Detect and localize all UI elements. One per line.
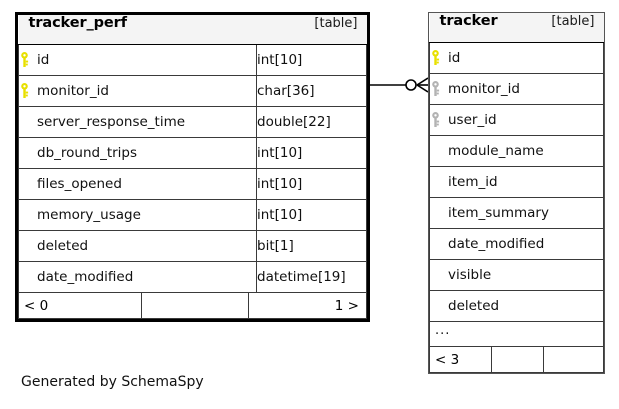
- footer-next-button[interactable]: [542, 347, 603, 372]
- table-grid-tracker-perf: tracker_perf [table] id int[10] monitor_id ch…: [18, 15, 367, 319]
- no-key-spacer: [19, 207, 32, 223]
- column-type: char[36]: [256, 75, 367, 107]
- connector-line-icon: [370, 77, 429, 93]
- table-column-row[interactable]: date_modified datetime[19]: [18, 261, 367, 293]
- table-column-row[interactable]: user_id: [429, 104, 604, 136]
- no-key-spacer: [19, 238, 32, 254]
- table-node-tracker[interactable]: tracker [table] id monitor_id user_id module_…: [428, 12, 605, 374]
- foreign-key-icon: [430, 112, 443, 128]
- column-type: double[22]: [256, 106, 367, 138]
- column-name: db_round_trips: [37, 145, 138, 161]
- column-name: memory_usage: [37, 207, 141, 223]
- table-title: tracker: [439, 13, 498, 29]
- ellipsis-label: ...: [435, 323, 451, 338]
- column-type: int[10]: [256, 168, 367, 200]
- table-header-row: tracker [table]: [429, 13, 604, 43]
- column-name: item_id: [448, 174, 498, 190]
- footer-prev-button[interactable]: < 3: [430, 347, 491, 372]
- table-footer-row: < 0 1 >: [18, 292, 367, 319]
- footer-spacer: [490, 347, 543, 372]
- generated-by-caption: Generated by SchemaSpy: [21, 374, 204, 390]
- relationship-connector: [370, 70, 429, 100]
- column-type: bit[1]: [256, 230, 367, 262]
- table-column-row[interactable]: files_opened int[10]: [18, 168, 367, 200]
- table-type-tag: [table]: [314, 16, 358, 31]
- table-column-row[interactable]: db_round_trips int[10]: [18, 137, 367, 169]
- column-type: datetime[19]: [256, 261, 367, 293]
- table-column-row[interactable]: monitor_id: [429, 73, 604, 105]
- table-column-row[interactable]: deleted bit[1]: [18, 230, 367, 262]
- primary-key-icon: [19, 52, 32, 68]
- foreign-key-icon: [430, 81, 443, 97]
- footer-spacer: [140, 293, 248, 318]
- table-column-row[interactable]: module_name: [429, 135, 604, 167]
- no-key-spacer: [430, 143, 443, 159]
- table-column-row[interactable]: deleted: [429, 290, 604, 322]
- no-key-spacer: [430, 205, 443, 221]
- table-column-row[interactable]: item_id: [429, 166, 604, 198]
- column-name: module_name: [448, 143, 544, 159]
- no-key-spacer: [430, 236, 443, 252]
- table-type-tag: [table]: [551, 14, 595, 29]
- table-footer-row: < 3: [429, 346, 604, 373]
- table-column-row[interactable]: server_response_time double[22]: [18, 106, 367, 138]
- column-name: deleted: [37, 238, 89, 254]
- column-name: item_summary: [448, 205, 549, 221]
- column-name: id: [448, 50, 461, 66]
- table-grid-tracker: tracker [table] id monitor_id user_id module_…: [429, 13, 604, 373]
- no-key-spacer: [430, 174, 443, 190]
- column-name: date_modified: [37, 269, 134, 285]
- no-key-spacer: [19, 145, 32, 161]
- no-key-spacer: [19, 269, 32, 285]
- column-name: date_modified: [448, 236, 545, 252]
- table-column-row[interactable]: memory_usage int[10]: [18, 199, 367, 231]
- table-title: tracker_perf: [28, 15, 128, 31]
- primary-key-icon: [430, 50, 443, 66]
- table-node-tracker-perf[interactable]: tracker_perf [table] id int[10] monitor_id ch…: [15, 12, 370, 322]
- table-column-row[interactable]: visible: [429, 259, 604, 291]
- column-name: monitor_id: [37, 83, 109, 99]
- footer-prev-button[interactable]: < 0: [19, 293, 141, 318]
- primary-key-icon: [19, 83, 32, 99]
- column-name: files_opened: [37, 176, 122, 192]
- table-column-row[interactable]: date_modified: [429, 228, 604, 260]
- no-key-spacer: [19, 114, 32, 130]
- column-name: visible: [448, 267, 492, 283]
- table-column-row[interactable]: id int[10]: [18, 44, 367, 76]
- table-column-row[interactable]: item_summary: [429, 197, 604, 229]
- column-name: user_id: [448, 112, 497, 128]
- column-name: deleted: [448, 298, 500, 314]
- table-column-row[interactable]: monitor_id char[36]: [18, 75, 367, 107]
- no-key-spacer: [19, 176, 32, 192]
- table-column-row[interactable]: id: [429, 42, 604, 74]
- no-key-spacer: [430, 298, 443, 314]
- column-name: monitor_id: [448, 81, 520, 97]
- column-type: int[10]: [256, 137, 367, 169]
- column-type: int[10]: [256, 199, 367, 231]
- more-columns-row: ...: [429, 321, 604, 347]
- column-type: int[10]: [256, 44, 367, 76]
- column-name: server_response_time: [37, 114, 186, 130]
- no-key-spacer: [430, 267, 443, 283]
- footer-next-button[interactable]: 1 >: [247, 293, 366, 318]
- column-name: id: [37, 52, 50, 68]
- table-header-row: tracker_perf [table]: [18, 15, 367, 45]
